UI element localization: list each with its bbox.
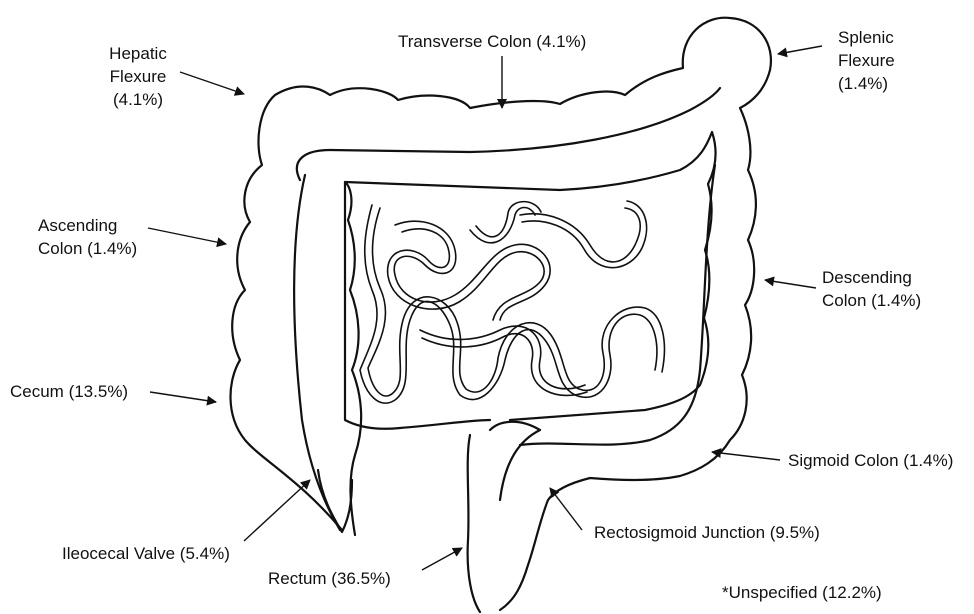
ileocecal-valve-arrow <box>244 480 310 541</box>
small-intestine-coils <box>360 201 664 403</box>
rectum-arrow <box>422 548 462 570</box>
rectum-inner-outline <box>490 422 540 500</box>
sigmoid-colon-label: Sigmoid Colon (1.4%) <box>788 449 953 472</box>
ascending-colon-label: Ascending Colon (1.4%) <box>38 214 137 260</box>
transverse-colon-label: Transverse Colon (4.1%) <box>398 30 586 53</box>
rectosigmoid-junction-arrow <box>550 488 582 530</box>
splenic-flexure-label-line1: Splenic <box>838 26 895 49</box>
descending-colon-label-line1: Descending <box>822 266 921 289</box>
hepatic-flexure-label: Hepatic Flexure (4.1%) <box>100 42 176 111</box>
splenic-flexure-label-line3: (1.4%) <box>838 72 895 95</box>
hepatic-flexure-arrow <box>180 72 244 94</box>
splenic-flexure-label: Splenic Flexure (1.4%) <box>838 26 895 95</box>
ascending-colon-label-line2: Colon (1.4%) <box>38 237 137 260</box>
rectum-outline <box>468 435 480 612</box>
unspecified-note: *Unspecified (12.2%) <box>722 581 882 604</box>
hepatic-flexure-label-line3: (4.1%) <box>100 88 176 111</box>
ascending-taenia-line <box>294 175 340 530</box>
descending-colon-label: Descending Colon (1.4%) <box>822 266 921 312</box>
ileocecal-valve-label: Ileocecal Valve (5.4%) <box>62 542 230 565</box>
ascending-colon-arrow <box>148 228 226 244</box>
splenic-flexure-label-line2: Flexure <box>838 49 895 72</box>
descending-taenia-line <box>520 165 715 445</box>
ascending-colon-label-line1: Ascending <box>38 214 137 237</box>
rectum-label: Rectum (36.5%) <box>268 567 391 590</box>
rectosigmoid-junction-label: Rectosigmoid Junction (9.5%) <box>594 521 820 544</box>
hepatic-flexure-label-line1: Hepatic <box>100 42 176 65</box>
cecum-arrow <box>150 392 216 402</box>
descending-colon-label-line2: Colon (1.4%) <box>822 289 921 312</box>
descending-colon-arrow <box>765 280 816 288</box>
cecum-label: Cecum (13.5%) <box>10 380 128 403</box>
splenic-flexure-arrow <box>778 46 822 54</box>
hepatic-flexure-label-line2: Flexure <box>100 65 176 88</box>
sigmoid-colon-arrow <box>712 452 780 460</box>
